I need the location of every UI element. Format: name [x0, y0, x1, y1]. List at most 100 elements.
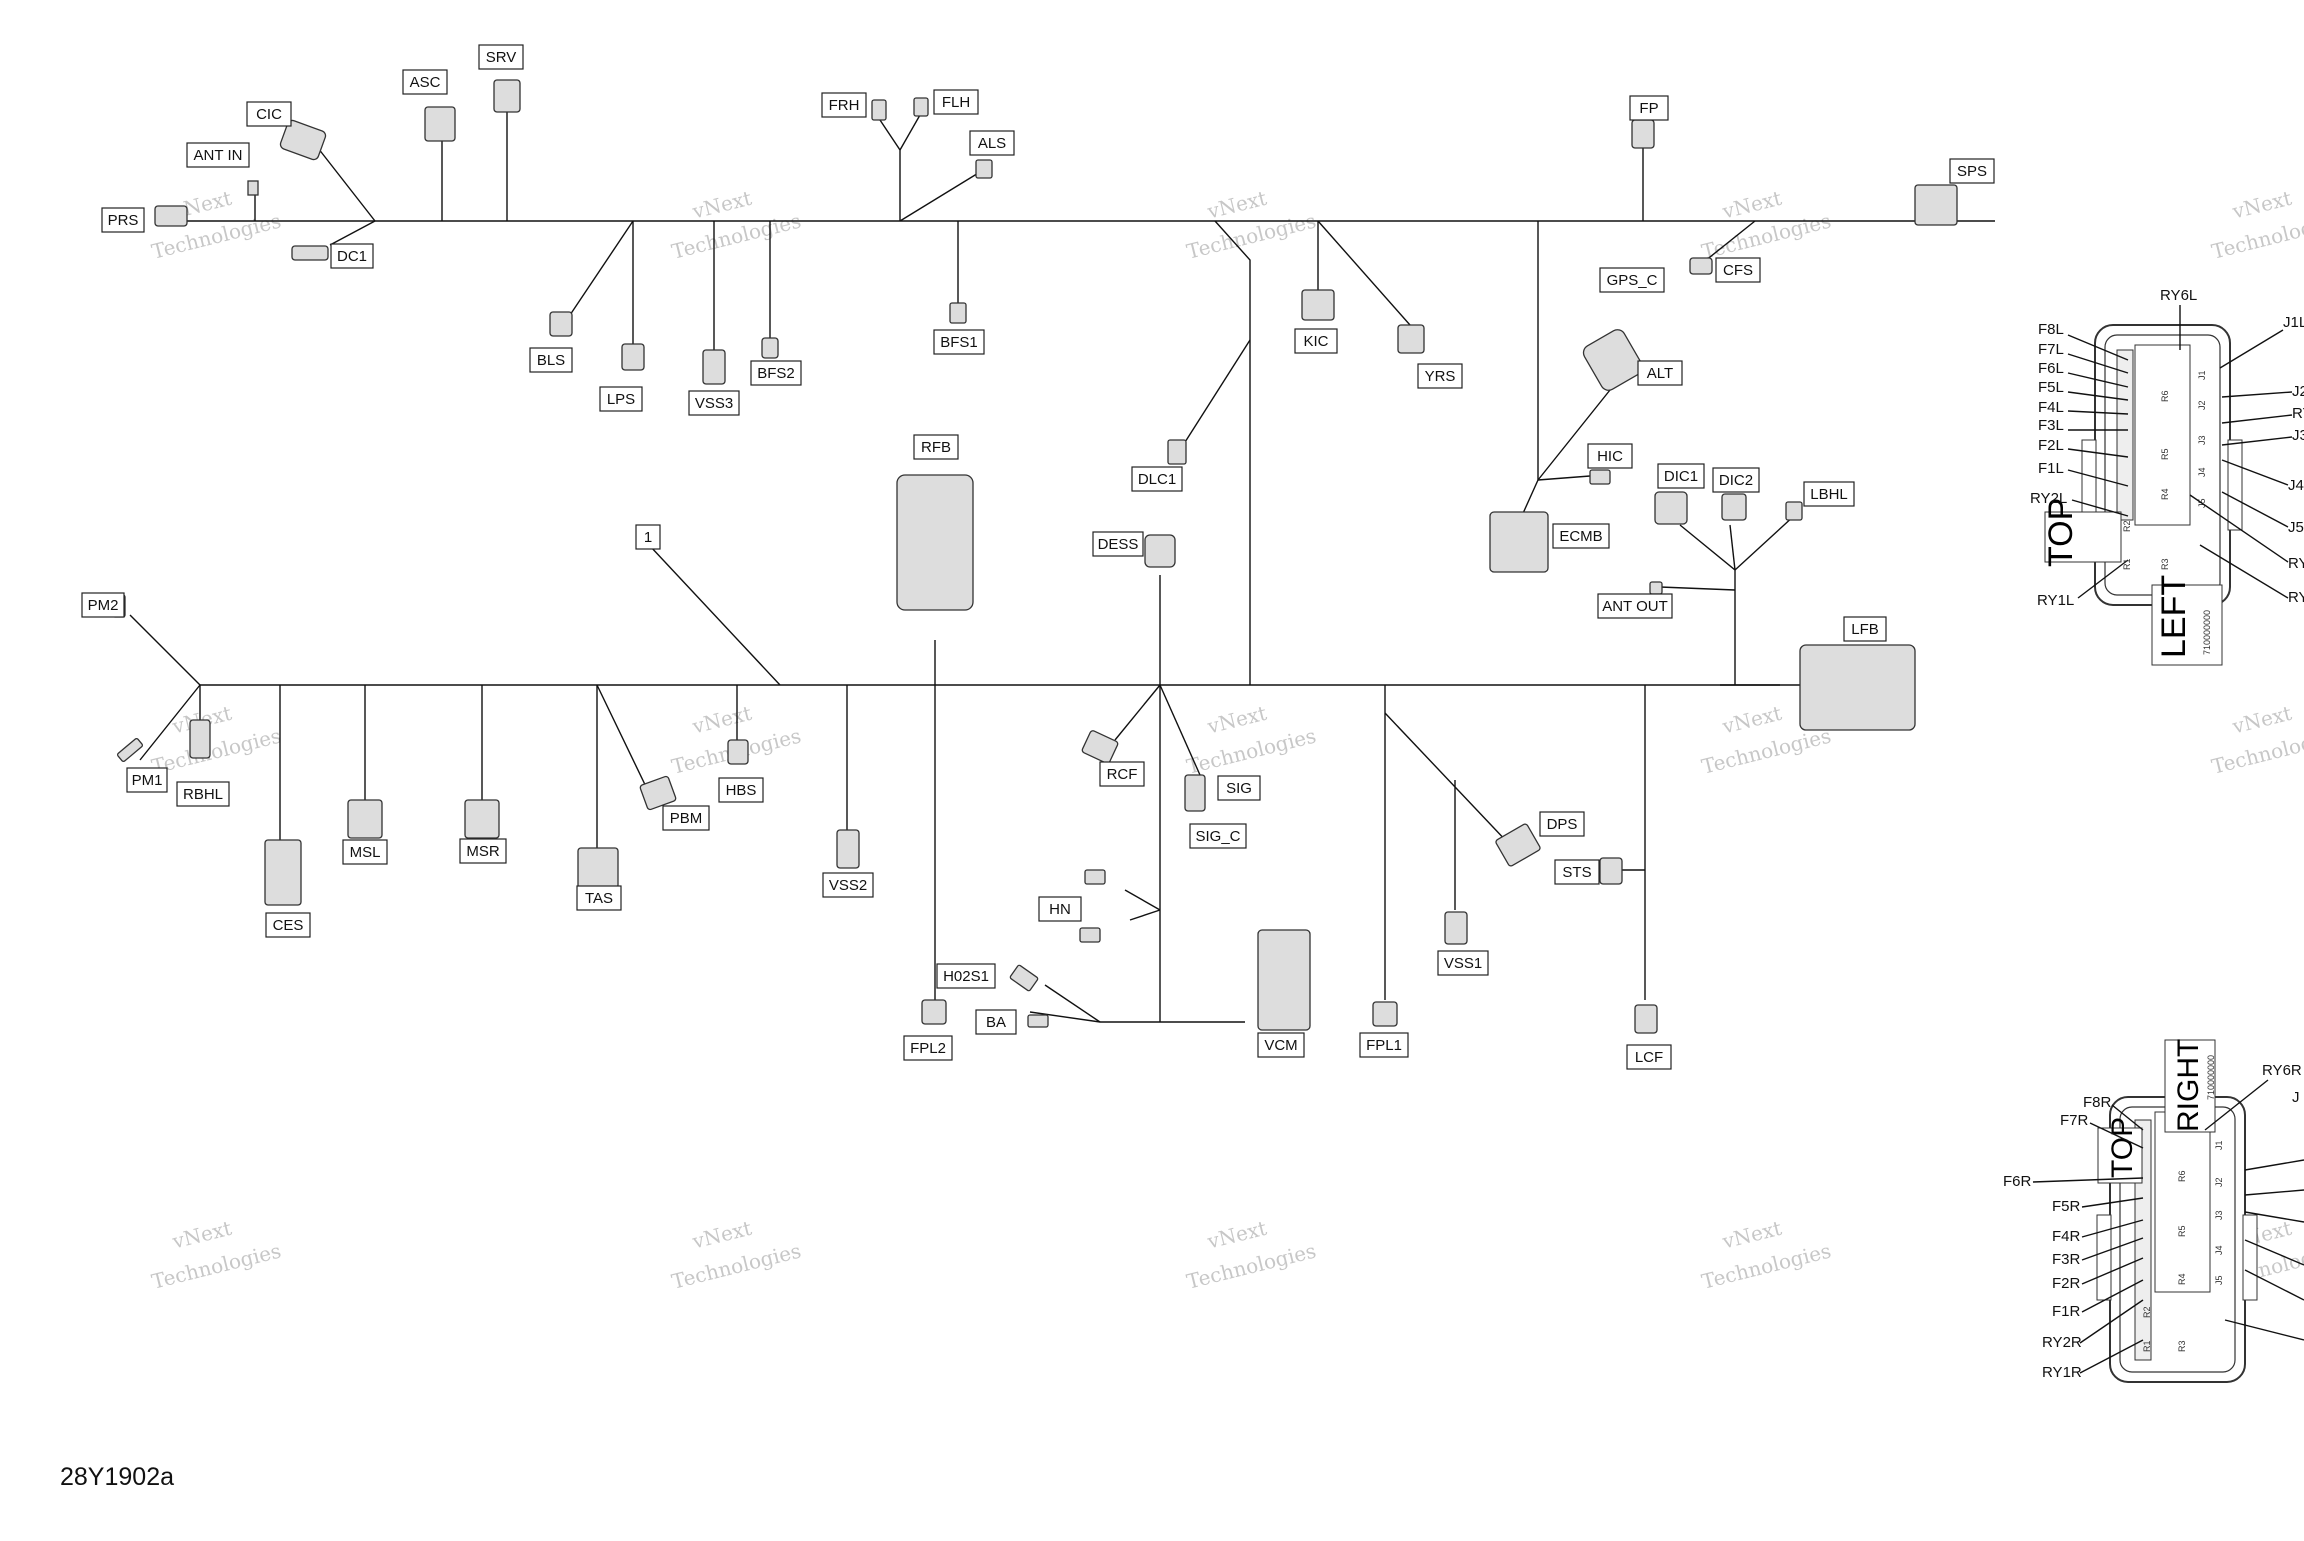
- label-bls: BLS: [529, 347, 573, 373]
- rcf-connector-icon: [1081, 730, 1119, 764]
- label-alt: ALT: [1637, 360, 1683, 386]
- label-sts: STS: [1554, 859, 1600, 885]
- svg-text:ECMB: ECMB: [1559, 528, 1602, 545]
- sig-connector-icon: [1184, 774, 1206, 812]
- label-sig: SIG: [1217, 775, 1261, 801]
- dess-connector-icon: [1144, 534, 1176, 568]
- label-lcf: LCF: [1626, 1044, 1672, 1070]
- hbs-connector-icon: [727, 739, 749, 765]
- lps-connector-icon: [621, 343, 645, 371]
- label-hbs: HBS: [718, 777, 764, 803]
- svg-text:F7R: F7R: [2060, 1112, 2089, 1129]
- label-dc1: DC1: [330, 243, 374, 269]
- svg-text:RY: RY: [2288, 589, 2304, 606]
- label-h02s1: H02S1: [936, 963, 996, 989]
- svg-text:F5R: F5R: [2052, 1198, 2081, 1215]
- svg-text:F1R: F1R: [2052, 1303, 2081, 1320]
- svg-text:SPS: SPS: [1957, 163, 1987, 180]
- svg-text:PBM: PBM: [670, 810, 703, 827]
- ces-connector-icon: [264, 839, 302, 906]
- svg-text:RCF: RCF: [1107, 766, 1138, 783]
- right-tag: [2164, 1039, 2216, 1133]
- svg-text:Technologies: Technologies: [1699, 208, 1833, 263]
- srv-connector-icon: [493, 79, 521, 113]
- svg-text:Technologies: Technologies: [1699, 723, 1833, 778]
- svg-text:J4: J4: [2197, 467, 2207, 477]
- svg-text:710000000: 710000000: [2202, 610, 2212, 655]
- svg-text:F6R: F6R: [2003, 1173, 2032, 1190]
- svg-text:R5: R5: [2160, 448, 2170, 460]
- svg-text:DC1: DC1: [337, 248, 367, 265]
- ant-in-connector-icon: [247, 180, 259, 196]
- label-sps: SPS: [1949, 158, 1995, 184]
- dic1-connector-icon: [1654, 491, 1688, 525]
- svg-text:F5L: F5L: [2038, 379, 2064, 396]
- hn-connector-icon: [1079, 927, 1101, 943]
- svg-text:J3: J3: [2292, 427, 2304, 444]
- label-ant-in: ANT IN: [186, 142, 250, 168]
- svg-text:MSL: MSL: [350, 844, 381, 861]
- svg-text:vNext: vNext: [1719, 1216, 1784, 1254]
- connector-glyphs: [112, 79, 1958, 1034]
- label-vss2: VSS2: [822, 872, 874, 898]
- label-dess: DESS: [1092, 531, 1144, 557]
- svg-text:FPL2: FPL2: [910, 1040, 946, 1057]
- svg-text:FP: FP: [1639, 100, 1658, 117]
- frh-connector-icon: [871, 99, 887, 121]
- vss2-connector-icon: [836, 829, 860, 869]
- svg-text:vNext: vNext: [2229, 701, 2294, 739]
- label-hn: HN: [1038, 896, 1082, 922]
- svg-text:J3: J3: [2214, 1210, 2224, 1220]
- watermark: vNext Technologies: [1699, 186, 1833, 264]
- svg-text:Technologies: Technologies: [669, 1238, 803, 1293]
- label-lps: LPS: [599, 386, 643, 412]
- svg-text:TOP: TOP: [2106, 1117, 2139, 1178]
- svg-text:J1: J1: [2197, 370, 2207, 380]
- lcf-connector-icon: [1634, 1004, 1658, 1034]
- watermark: vNext Technologies: [669, 701, 803, 779]
- svg-text:HIC: HIC: [1597, 448, 1623, 465]
- svg-text:F4L: F4L: [2038, 399, 2064, 416]
- lfb-fusebox-icon: [1799, 644, 1916, 731]
- pm1-connector-icon: [116, 737, 144, 763]
- label-frh: FRH: [821, 92, 867, 118]
- sts-connector-icon: [1599, 857, 1623, 885]
- svg-text:RY2R: RY2R: [2042, 1334, 2082, 1351]
- watermark: vNext Technologies: [669, 1216, 803, 1294]
- svg-text:RIGHT: RIGHT: [2172, 1039, 2205, 1132]
- hn-connector-icon: [1084, 869, 1106, 885]
- svg-text:ALT: ALT: [1647, 365, 1673, 382]
- sps-connector-icon: [1914, 184, 1958, 226]
- label-cfs: CFS: [1715, 257, 1761, 283]
- svg-text:J1: J1: [2214, 1140, 2224, 1150]
- svg-text:J5: J5: [2214, 1275, 2224, 1285]
- svg-text:VSS1: VSS1: [1444, 955, 1482, 972]
- watermark: vNext Technologies: [149, 701, 283, 779]
- svg-text:DLC1: DLC1: [1138, 471, 1176, 488]
- lbhl-connector-icon: [1785, 501, 1803, 521]
- figure-code: 28Y1902a: [60, 1463, 174, 1491]
- svg-text:F2R: F2R: [2052, 1275, 2081, 1292]
- left-fuse-box-detail: TOP LEFT 710000000 RY6L F8L F7L F6L F5L …: [2030, 287, 2304, 666]
- svg-text:H02S1: H02S1: [943, 968, 989, 985]
- label-ces: CES: [265, 912, 311, 938]
- svg-text:ANT IN: ANT IN: [194, 147, 243, 164]
- svg-text:vNext: vNext: [2229, 186, 2294, 224]
- svg-text:R6: R6: [2160, 390, 2170, 402]
- watermark: vNext Technologies: [2209, 186, 2304, 264]
- label-als: ALS: [969, 130, 1015, 156]
- label-pm1: PM1: [126, 767, 168, 793]
- svg-text:LCF: LCF: [1635, 1049, 1663, 1066]
- h02s1-connector-icon: [1009, 964, 1039, 992]
- svg-text:RY: RY: [2292, 405, 2304, 422]
- svg-text:R2: R2: [2122, 520, 2132, 532]
- svg-text:HBS: HBS: [726, 782, 757, 799]
- svg-text:R3: R3: [2177, 1340, 2187, 1352]
- svg-text:FRH: FRH: [829, 97, 860, 114]
- vss1-connector-icon: [1444, 911, 1468, 945]
- msr-connector-icon: [464, 799, 500, 839]
- als-connector-icon: [975, 159, 993, 179]
- label-prs: PRS: [101, 207, 145, 233]
- vcm-module-icon: [1257, 929, 1311, 1031]
- top-tag: [2044, 511, 2122, 563]
